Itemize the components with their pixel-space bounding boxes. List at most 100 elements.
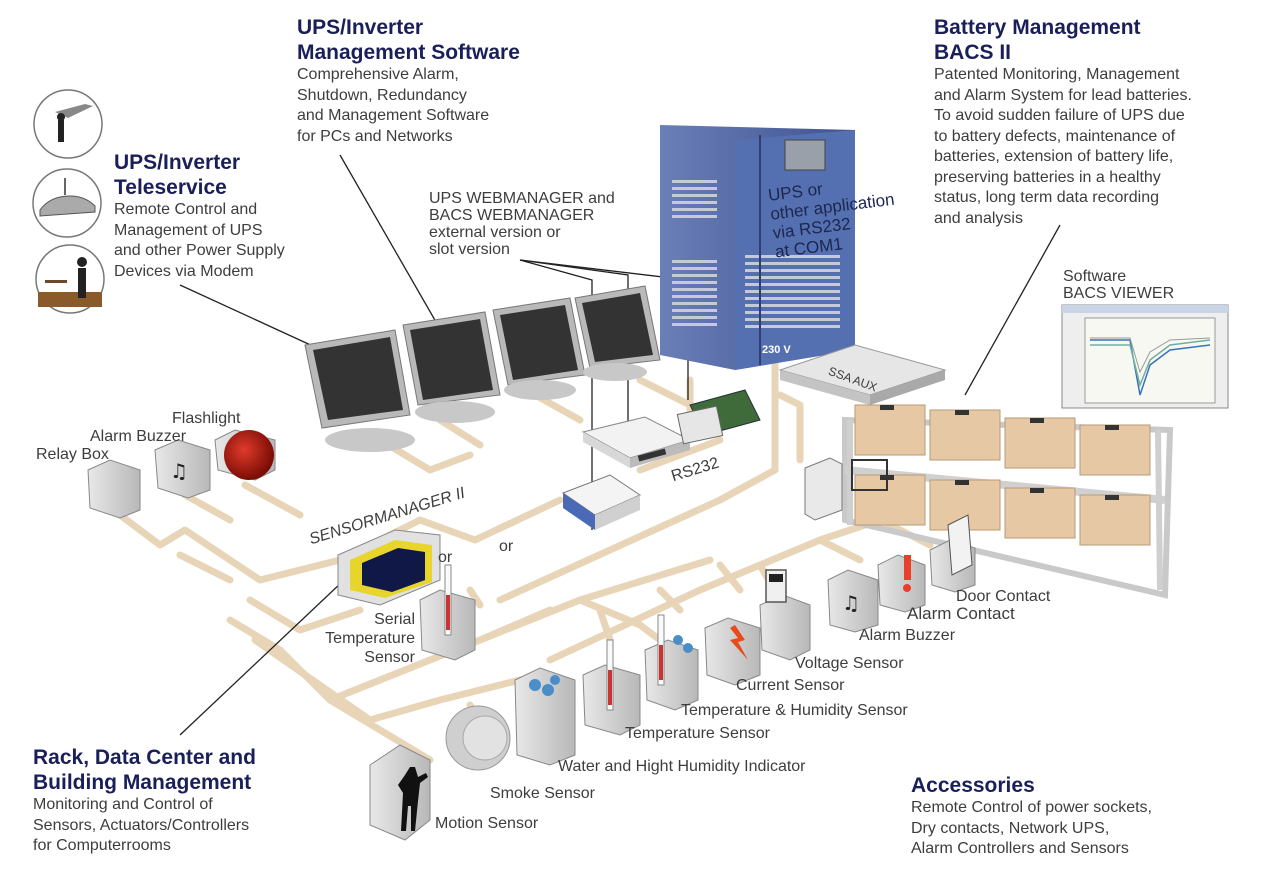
ssa-aux-box: [778, 344, 947, 405]
teleservice-title-2: Teleservice: [114, 176, 227, 199]
alarm-buzzer: ♫: [827, 569, 879, 633]
ups-cabinet: [660, 125, 855, 370]
relay-box-label: Relay Box: [36, 446, 109, 463]
battery-body-2: and Alarm System for lead batteries.: [934, 86, 1192, 104]
rack-title-1: Rack, Data Center and: [33, 746, 256, 769]
temp-humidity-label: Temperature & Humidity Sensor: [681, 702, 908, 719]
smoke-sensor: [445, 705, 511, 771]
relay-box: [87, 459, 141, 519]
accessories-body-1: Remote Control of power sockets,: [911, 799, 1152, 816]
section-ups-software: UPS/Inverter Management Software Compreh…: [297, 15, 520, 147]
battery-body-8: and analysis: [934, 209, 1023, 227]
current-sensor: [704, 617, 761, 686]
ups-software-body-1: Comprehensive Alarm,: [297, 66, 459, 83]
flashlight-label: Flashlight: [172, 410, 241, 427]
section-teleservice: UPS/Inverter Teleservice Remote Control …: [114, 150, 285, 282]
monitor-3: [492, 297, 586, 400]
car-icon: [32, 168, 102, 238]
rack-body-2: Sensors, Actuators/Controllers: [33, 816, 250, 834]
or-label-2: or: [499, 538, 514, 555]
current-sensor-label: Current Sensor: [736, 677, 845, 694]
serial-temp-line-1: Serial: [374, 611, 415, 628]
webmanager-device: [581, 416, 692, 468]
alarm-buzzer-top-label: Alarm Buzzer: [90, 428, 187, 445]
software-viewer-line-2: BACS VIEWER: [1063, 285, 1175, 302]
teleservice-body-1: Remote Control and: [114, 201, 258, 218]
technician-icon: [35, 244, 105, 314]
teleservice-body-3: and other Power Supply: [114, 242, 285, 259]
webmanager-text: UPS WEBMANAGER and BACS WEBMANAGER exter…: [429, 190, 615, 258]
alarm-contact-label: Alarm Contact: [907, 604, 1015, 623]
door-contact-label: Door Contact: [956, 588, 1051, 605]
webmanager-line-4: slot version: [429, 241, 510, 258]
battery-title-1: Battery Management: [934, 16, 1141, 39]
webmanager-line-3: external version or: [429, 224, 561, 241]
teleservice-body-2: Management of UPS: [114, 221, 263, 239]
svg-text:♫: ♫: [170, 459, 188, 483]
serial-temp-line-2: Temperature: [325, 630, 415, 647]
rack-title-2: Building Management: [33, 771, 252, 794]
motion-sensor-label: Motion Sensor: [435, 815, 539, 832]
or-label-1: or: [438, 549, 453, 566]
cable-network: [116, 356, 934, 764]
monitor-4: [574, 285, 661, 381]
bacs-module: [804, 457, 888, 521]
battery-body-3: To avoid sudden failure of UPS due: [934, 107, 1185, 124]
door-contact: [929, 514, 976, 593]
monitors: [304, 285, 661, 452]
voltage-sensor: [759, 569, 811, 661]
serial-temp-line-3: Sensor: [364, 649, 415, 666]
temperature-humidity-sensor: [644, 614, 699, 711]
bacs-webmanager-device: [561, 474, 642, 530]
section-battery: Battery Management BACS II Patented Moni…: [934, 15, 1192, 229]
accessories-body-3: Alarm Controllers and Sensors: [911, 840, 1129, 857]
monitor-2: [402, 311, 501, 423]
battery-body-4: to battery defects, maintenance of: [934, 127, 1176, 145]
ups-voltage-label: 230 V: [762, 344, 791, 356]
battery-title-2: BACS II: [934, 41, 1012, 64]
smoke-sensor-label: Smoke Sensor: [490, 785, 595, 802]
battery-rack: [842, 404, 1174, 599]
software-viewer-line-1: Software: [1063, 268, 1127, 285]
alarm-buzzer-top: ♫: [154, 439, 211, 499]
teleservice-body-4: Devices via Modem: [114, 262, 254, 280]
serial-temperature-sensor: [419, 564, 476, 661]
battery-body-6: preserving batteries in a healthy: [934, 168, 1161, 186]
webmanager-line-2: BACS WEBMANAGER: [429, 207, 595, 224]
alarm-contact: [877, 554, 926, 613]
water-indicator: [514, 667, 576, 766]
temperature-sensor: [582, 639, 641, 736]
section-accessories: Accessories Remote Control of power sock…: [911, 773, 1152, 860]
ups-cabinet-text: UPS or other application via RS232 at CO…: [767, 171, 900, 261]
monitor-1: [304, 329, 415, 452]
bacs-viewer-screenshot: [1061, 304, 1229, 409]
battery-body-1: Patented Monitoring, Management: [934, 66, 1180, 83]
rack-body-3: for Computerrooms: [33, 837, 171, 854]
ups-software-title-1: UPS/Inverter: [297, 16, 424, 39]
webmanager-line-1: UPS WEBMANAGER and: [429, 190, 615, 207]
svg-text:♫: ♫: [842, 591, 860, 615]
battery-body-5: batteries, extension of battery life,: [934, 148, 1174, 165]
battery-body-7: status, long term data recording: [934, 189, 1160, 206]
ups-software-body-2: Shutdown, Redundancy: [297, 86, 467, 104]
teleservice-title-1: UPS/Inverter: [114, 151, 241, 174]
voltage-sensor-label: Voltage Sensor: [795, 655, 904, 672]
accessories-body-2: Dry contacts, Network UPS,: [911, 819, 1110, 837]
accessories-title: Accessories: [911, 774, 1035, 797]
slot-card: [676, 389, 761, 445]
motion-sensor: [369, 744, 431, 841]
ups-software-body-3: and Management Software: [297, 107, 490, 124]
software-viewer-text: Software BACS VIEWER: [1063, 268, 1174, 302]
sensormanager-device: [337, 529, 441, 606]
serial-temp-label: Serial Temperature Sensor: [317, 610, 415, 667]
teleservice-icons: [32, 89, 105, 314]
flashlight: [214, 429, 276, 481]
temp-sensor-label: Temperature Sensor: [625, 725, 770, 742]
section-rack: Rack, Data Center and Building Managemen…: [33, 745, 256, 857]
airplane-icon: [33, 89, 103, 159]
water-indicator-label: Water and Hight Humidity Indicator: [558, 758, 806, 775]
ups-software-body-4: for PCs and Networks: [297, 127, 453, 145]
alarm-buzzer-label: Alarm Buzzer: [859, 627, 956, 644]
ups-software-title-2: Management Software: [297, 41, 520, 64]
